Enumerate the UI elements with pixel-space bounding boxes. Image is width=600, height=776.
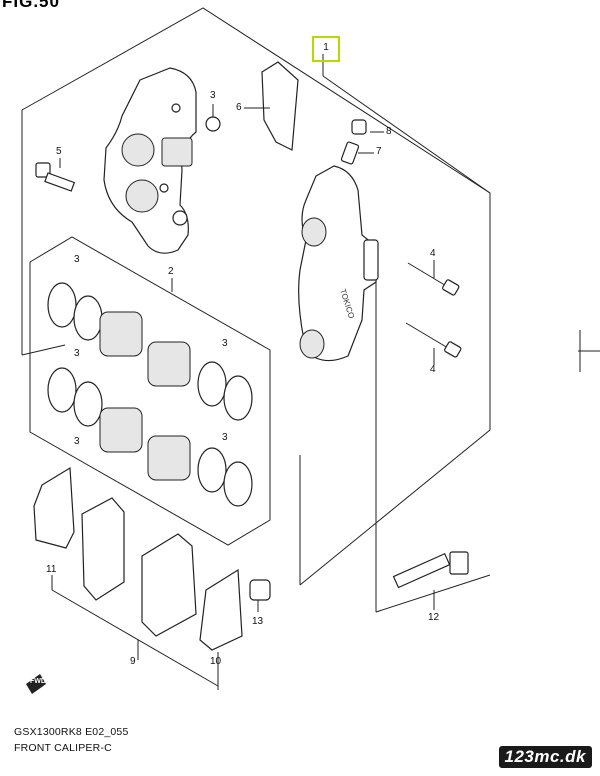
callout-7[interactable]: 7 [376, 146, 382, 157]
callout-3[interactable]: 3 [210, 90, 216, 101]
callout-4[interactable]: 4 [430, 364, 436, 375]
figure-heading: FIG.50 [2, 0, 60, 11]
callout-3[interactable]: 3 [74, 254, 80, 265]
caliper-outer-half: TOKICO [298, 165, 379, 362]
bolt-frame [375, 240, 600, 613]
piston-kit-frame [29, 236, 271, 546]
model-code: GSX1300RK8 E02_055 [14, 726, 129, 738]
sleeve-bushing [249, 579, 271, 601]
seals-and-pistons [47, 282, 253, 507]
fwd-label: FWD [30, 678, 46, 685]
watermark: 123mc.dk [498, 746, 592, 768]
brake-pads [81, 497, 197, 637]
forward-arrow-icon [26, 674, 46, 694]
pad-shim-left [33, 466, 75, 549]
mounting-bolt [35, 162, 76, 192]
callout-10[interactable]: 10 [210, 656, 222, 667]
callout-13[interactable]: 13 [252, 616, 264, 627]
callout-12[interactable]: 12 [428, 612, 440, 623]
pad-shim-right [199, 568, 243, 651]
pad-mounting-bolt [392, 551, 469, 589]
figure-caption: FRONT CALIPER-C [14, 742, 112, 754]
callout-8[interactable]: 8 [386, 126, 392, 137]
callout-2[interactable]: 2 [168, 266, 174, 277]
callout-11[interactable]: 11 [46, 564, 57, 575]
callout-6[interactable]: 6 [236, 102, 242, 113]
bleeder-valve [340, 119, 367, 165]
callout-9[interactable]: 9 [130, 656, 136, 667]
callout-3[interactable]: 3 [74, 348, 80, 359]
callout-3[interactable]: 3 [222, 338, 228, 349]
callout-3[interactable]: 3 [222, 432, 228, 443]
washer-upper [205, 116, 221, 132]
callout-1[interactable]: 1 [312, 36, 340, 62]
leader-lines [51, 54, 491, 690]
caliper-inner-half [103, 67, 197, 254]
callout-4[interactable]: 4 [430, 248, 436, 259]
pad-spring [261, 61, 299, 151]
callout-3[interactable]: 3 [74, 436, 80, 447]
callout-5[interactable]: 5 [56, 146, 62, 157]
caliper-bolts [405, 262, 462, 358]
